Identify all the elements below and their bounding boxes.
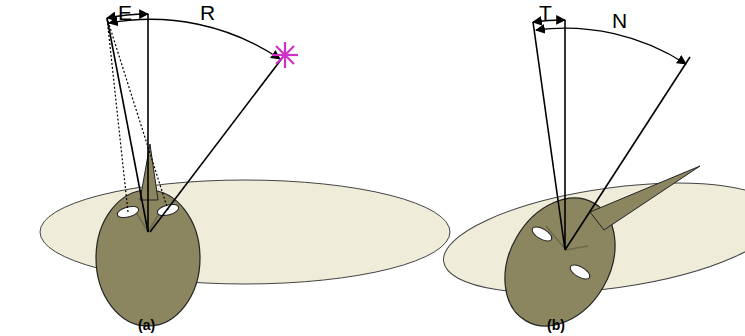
panel-label: (a) <box>138 318 155 332</box>
angle-label: E <box>118 2 132 23</box>
gaze-line <box>107 18 148 232</box>
angle-label: R <box>200 2 215 23</box>
nose <box>590 166 700 230</box>
angle-label: N <box>612 10 627 31</box>
nose-line <box>565 57 690 250</box>
reference-line <box>564 20 566 250</box>
angle-arc <box>109 19 280 59</box>
target-line <box>150 57 283 232</box>
reference-line <box>147 14 149 232</box>
eye <box>568 262 592 282</box>
target-star <box>272 42 298 68</box>
angle-arc <box>536 28 686 64</box>
panel-label: (b) <box>547 318 565 332</box>
angle-label: T <box>539 2 552 23</box>
gaze-line <box>533 22 565 250</box>
eye <box>530 224 554 244</box>
